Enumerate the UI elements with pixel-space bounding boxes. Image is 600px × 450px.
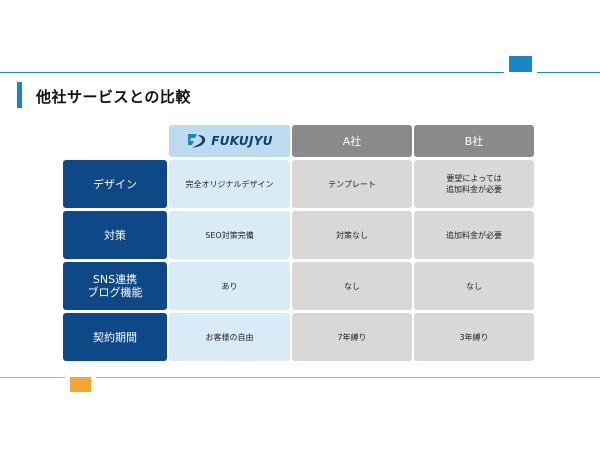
cell-fukujyu-sns: あり [169,262,290,310]
row-header-contract: 契約期間 [63,313,167,361]
cell-fukujyu-contract: お客様の自由 [169,313,290,361]
cell-b-seo: 追加料金が必要 [414,211,534,259]
cell-a-contract: 7年縛り [292,313,412,361]
row-header-seo: 対策 [63,211,167,259]
column-header-a: A社 [292,125,412,157]
page-title: 他社サービスとの比較 [36,88,191,106]
cell-b-design: 要望によっては 追加料金が必要 [414,160,534,208]
title-accent-bar [17,82,22,108]
fukujyu-logo-icon [188,134,206,148]
cell-a-design: テンプレート [292,160,412,208]
brand-name: FUKUJYU [211,134,273,148]
column-header-b: B社 [414,125,534,157]
cell-b-sns: なし [414,262,534,310]
brand-logo: FUKUJYU [186,133,273,149]
bottom-divider-line [0,377,600,378]
bottom-accent-square [70,377,91,392]
row-header-design: デザイン [63,160,167,208]
cell-fukujyu-seo: SEO対策完備 [169,211,290,259]
top-accent-square [509,56,532,72]
cell-a-sns: なし [292,262,412,310]
row-header-sns: SNS連携 ブログ機能 [63,262,167,310]
cell-b-contract: 3年縛り [414,313,534,361]
top-divider-line [0,72,600,73]
cell-a-seo: 対策なし [292,211,412,259]
column-header-fukujyu: FUKUJYU [169,125,290,157]
cell-fukujyu-design: 完全オリジナルデザイン [169,160,290,208]
